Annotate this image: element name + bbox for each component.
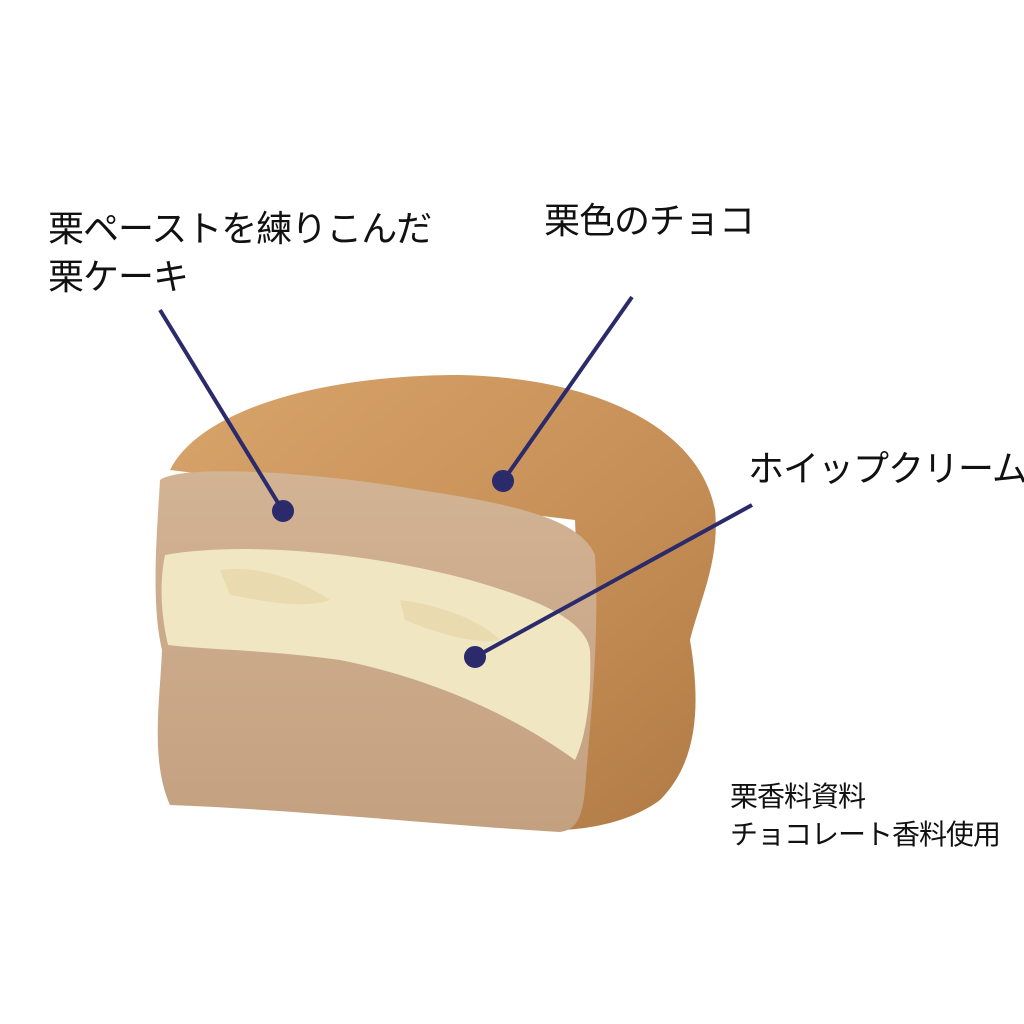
chocolate-label: 栗色のチョコ xyxy=(544,201,755,242)
cake-label: 栗ペーストを練りこんだ 栗ケーキ xyxy=(48,206,432,302)
flavoring-note: 栗香料資料 チョコレート香料使用 xyxy=(730,778,1001,854)
flavoring-note-line1: 栗香料資料 xyxy=(730,780,866,813)
flavoring-note-line2: チョコレート香料使用 xyxy=(730,818,1001,851)
cake-label-line2: 栗ケーキ xyxy=(48,257,189,298)
cake-label-line1: 栗ペーストを練りこんだ xyxy=(48,209,432,250)
cream-label: ホイップクリーム xyxy=(748,449,1024,490)
chocolate-glaze xyxy=(170,375,716,830)
whipped-cream-layer xyxy=(161,549,591,760)
leader-lines xyxy=(158,295,753,668)
cream-texture xyxy=(220,569,500,641)
